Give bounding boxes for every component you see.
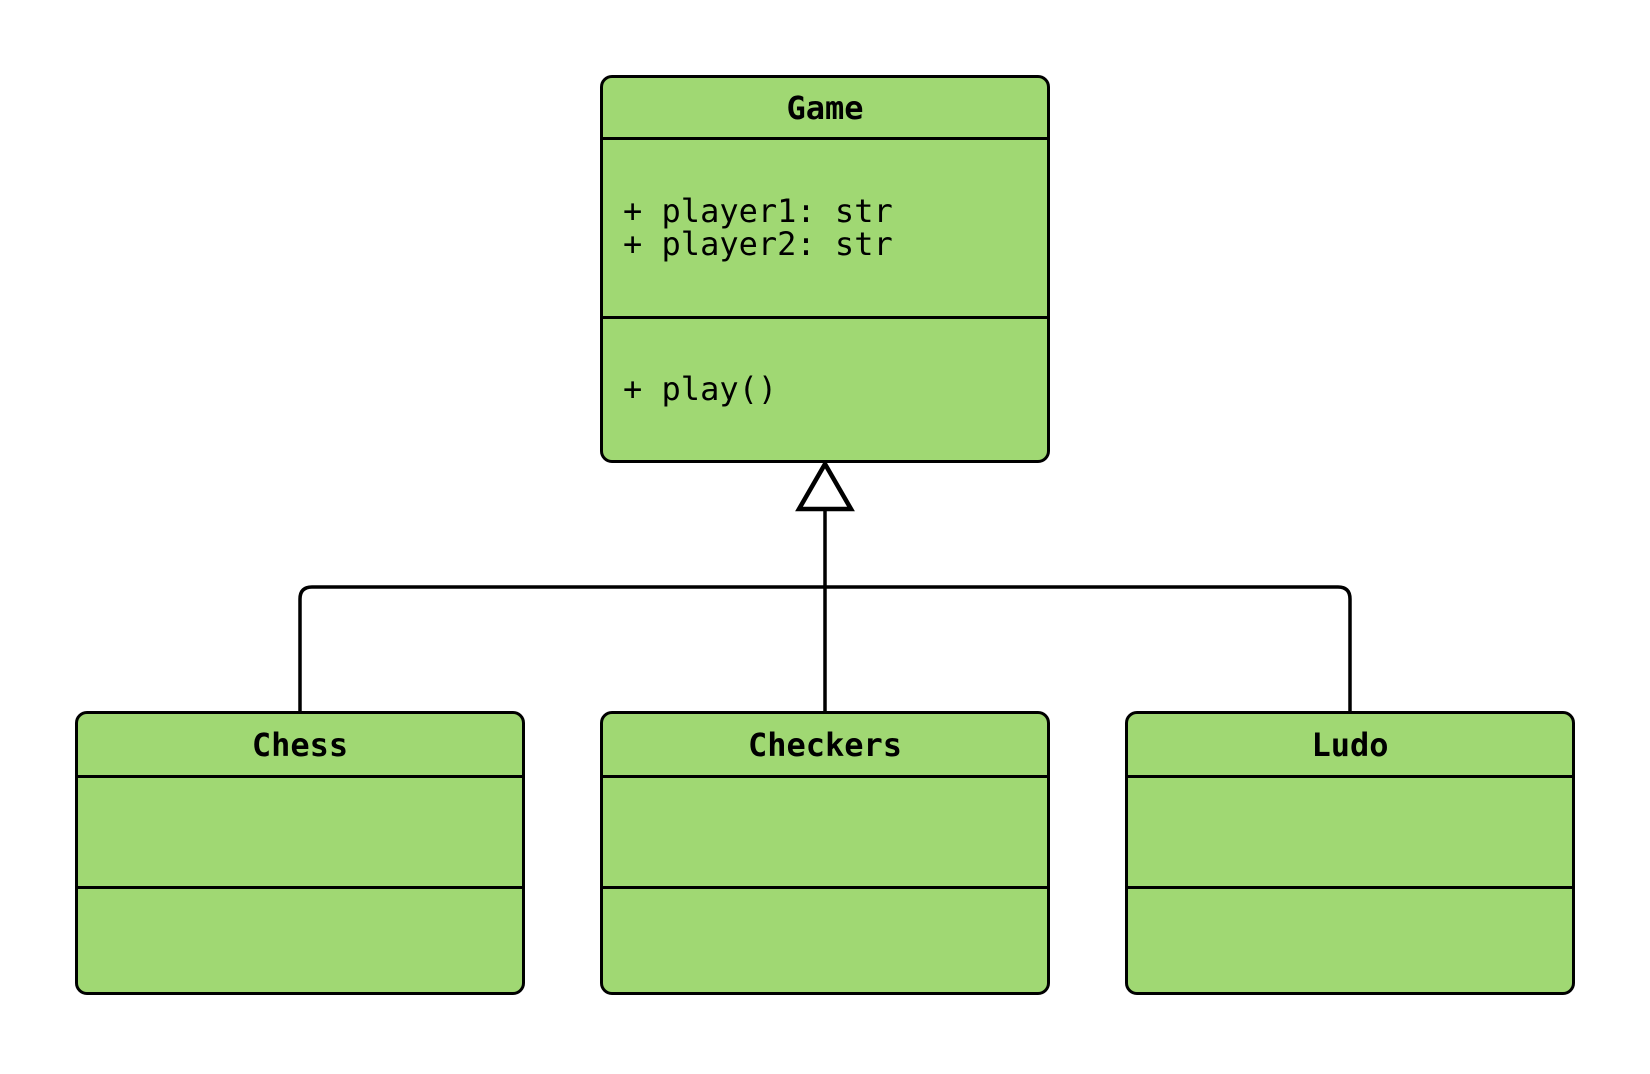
attributes-compartment-checkers	[603, 778, 1047, 889]
class-box-chess[interactable]: Chess	[75, 711, 525, 995]
attributes-compartment-chess	[78, 778, 522, 889]
attributes-compartment-game: + player1: str + player2: str	[603, 140, 1047, 319]
class-title-ludo: Ludo	[1128, 714, 1572, 778]
class-title-chess: Chess	[78, 714, 522, 778]
class-title-game: Game	[603, 78, 1047, 140]
inheritance-triangle-arrowhead	[795, 459, 855, 512]
attribute-line: + player2: str	[623, 225, 893, 263]
methods-compartment-ludo	[1128, 889, 1572, 992]
class-box-ludo[interactable]: Ludo	[1125, 711, 1575, 995]
methods-compartment-chess	[78, 889, 522, 992]
attributes-compartment-ludo	[1128, 778, 1572, 889]
methods-compartment-checkers	[603, 889, 1047, 992]
class-box-game[interactable]: Game + player1: str + player2: str + pla…	[600, 75, 1050, 463]
method-line: + play()	[623, 370, 778, 408]
class-title-checkers: Checkers	[603, 714, 1047, 778]
class-box-checkers[interactable]: Checkers	[600, 711, 1050, 995]
methods-compartment-game: + play()	[603, 319, 1047, 460]
attribute-line: + player1: str	[623, 192, 893, 230]
